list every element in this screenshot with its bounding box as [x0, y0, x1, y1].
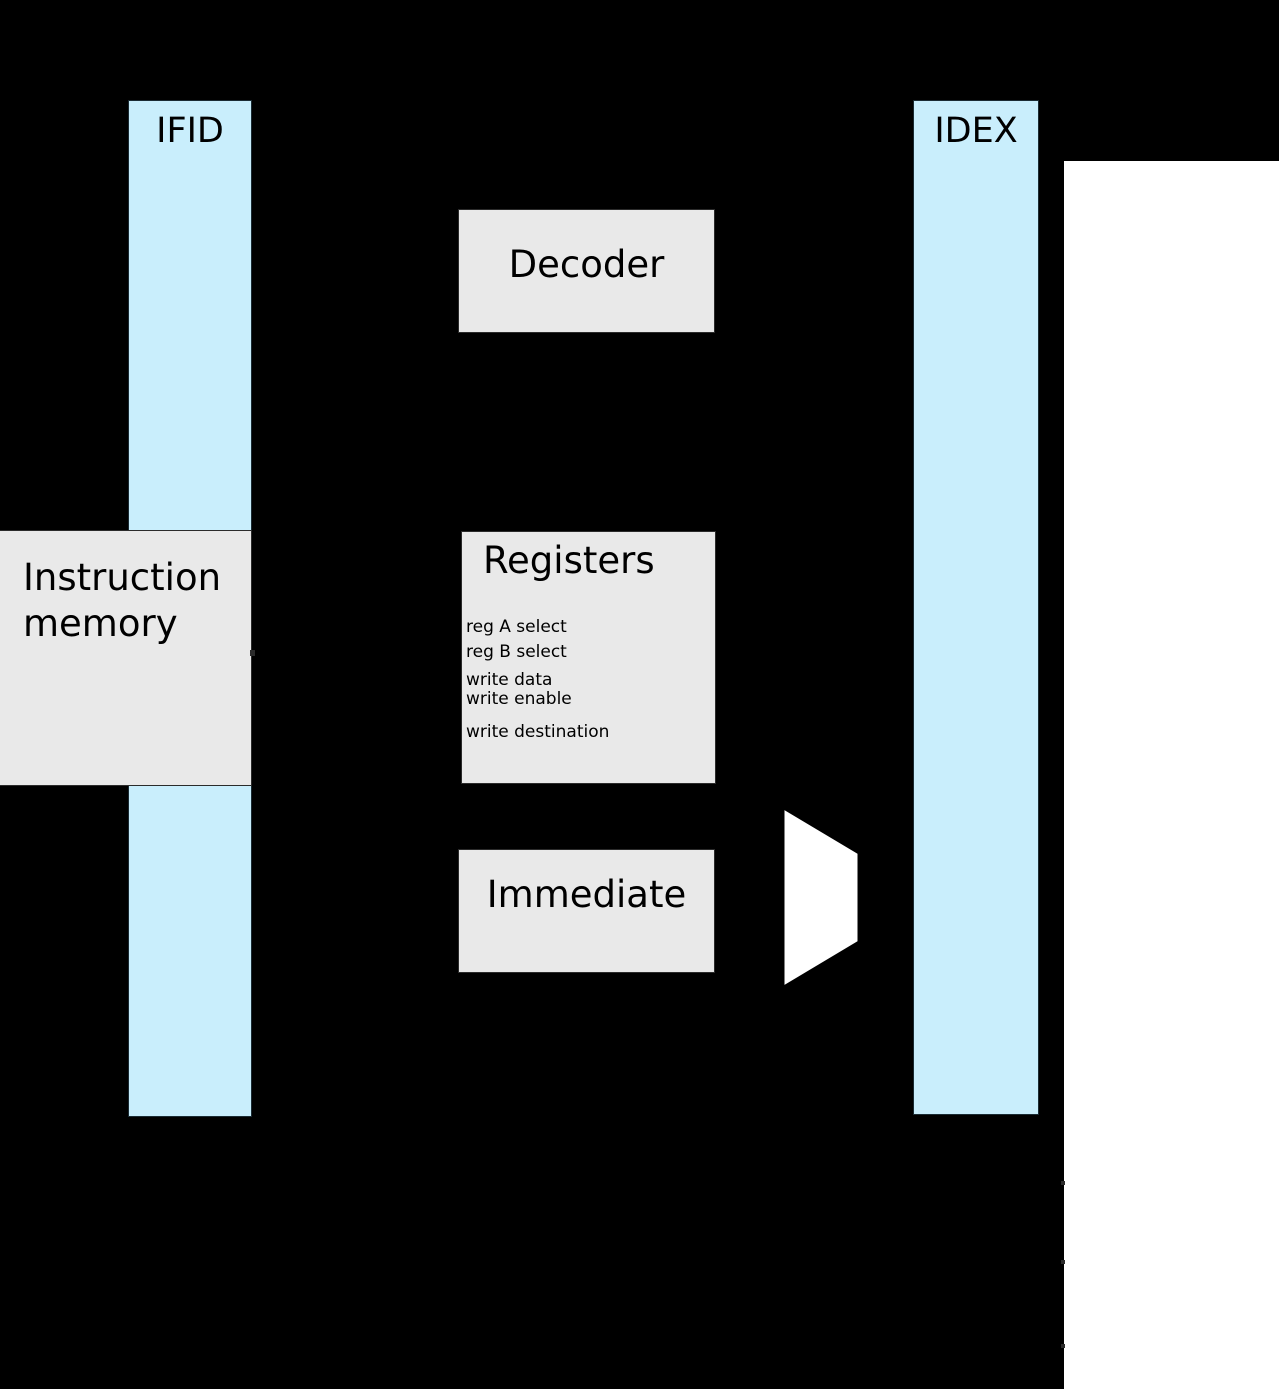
unit-registers-label: Registers	[483, 539, 655, 582]
registers-port-write-destination: write destination	[466, 722, 610, 742]
pipeline-register-idex-label: IDEX	[934, 111, 1018, 151]
registers-port-reg-a-select: reg A select	[466, 617, 567, 637]
unit-instruction-memory[interactable]: Instruction memory	[0, 530, 252, 786]
diagram-background-top-strip	[1064, 0, 1279, 161]
unit-decoder-label: Decoder	[508, 243, 665, 286]
instruction-memory-output-stub	[250, 650, 255, 656]
operand-mux-shape	[784, 810, 858, 985]
right-boundary-stub-2	[1061, 1260, 1065, 1264]
unit-decoder[interactable]: Decoder	[458, 209, 715, 333]
right-boundary-stub-1	[1061, 1181, 1065, 1185]
pipeline-register-idex[interactable]: IDEX	[913, 100, 1039, 1115]
unit-immediate[interactable]: Immediate	[458, 849, 715, 973]
unit-instruction-memory-label-line2: memory	[23, 602, 178, 645]
registers-port-write-data: write data	[466, 670, 553, 690]
right-boundary-stub-3	[1061, 1344, 1065, 1348]
registers-port-write-enable: write enable	[466, 689, 572, 709]
unit-registers[interactable]: Registers reg A select reg B select writ…	[461, 531, 716, 784]
unit-instruction-memory-label-line1: Instruction	[23, 556, 222, 599]
unit-immediate-label: Immediate	[486, 873, 687, 916]
registers-port-reg-b-select: reg B select	[466, 642, 567, 662]
pipeline-register-ifid-label: IFID	[156, 111, 224, 151]
operand-mux[interactable]	[783, 808, 861, 986]
